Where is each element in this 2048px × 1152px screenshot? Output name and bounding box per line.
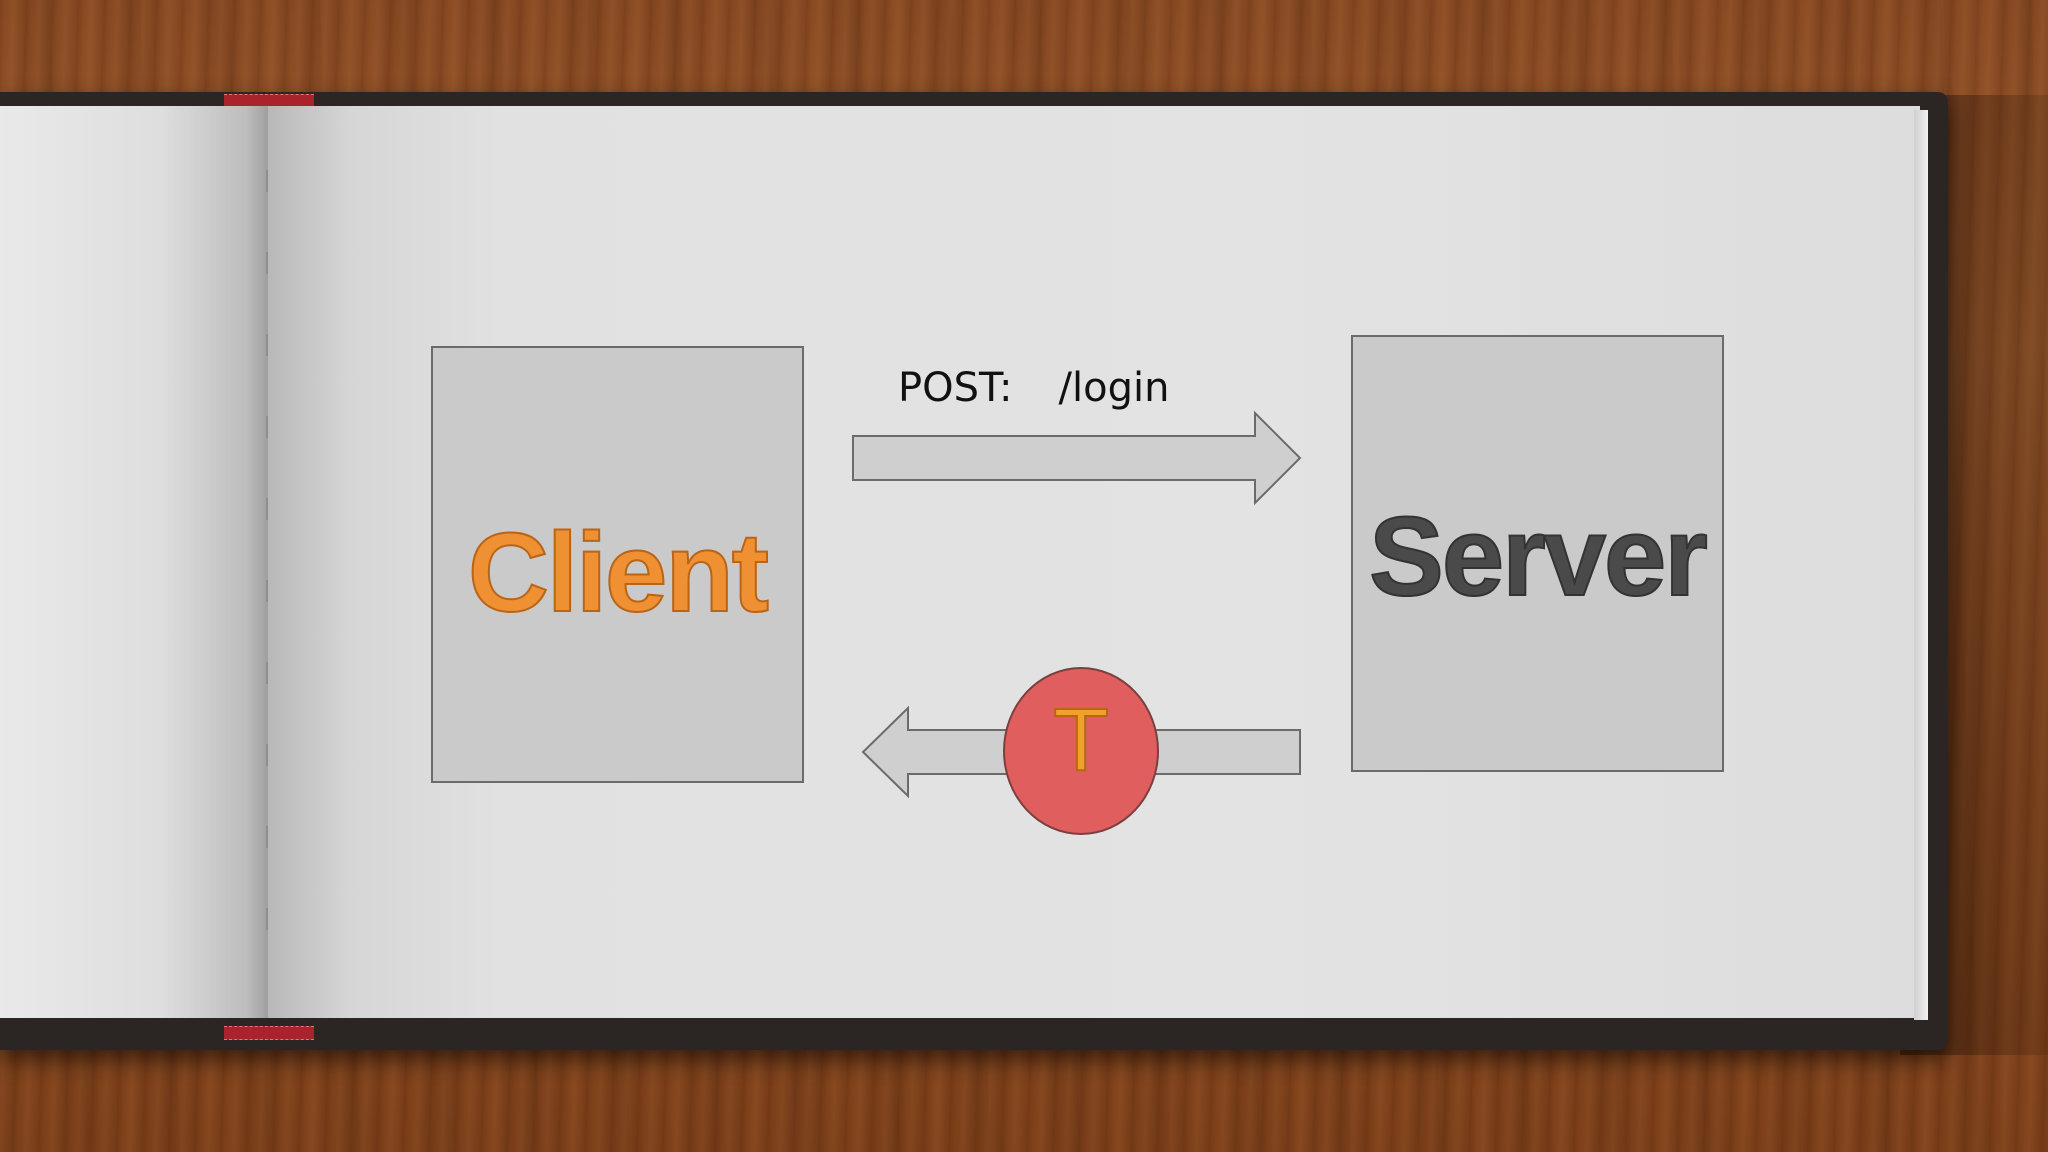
- client-box: Client: [431, 346, 804, 783]
- request-arrow: [852, 410, 1302, 506]
- client-label: Client: [467, 509, 770, 636]
- request-label: POST: /login: [898, 365, 1169, 411]
- left-page: [0, 106, 268, 1018]
- server-label: Server: [1368, 493, 1709, 620]
- page-edge: [1914, 110, 1928, 1020]
- token-circle: T: [1003, 667, 1159, 835]
- request-method: POST:: [898, 365, 1013, 411]
- bookmark-bottom: [224, 1026, 314, 1040]
- token-label: T: [1054, 692, 1107, 790]
- server-box: Server: [1351, 335, 1724, 772]
- request-path: /login: [1058, 365, 1170, 411]
